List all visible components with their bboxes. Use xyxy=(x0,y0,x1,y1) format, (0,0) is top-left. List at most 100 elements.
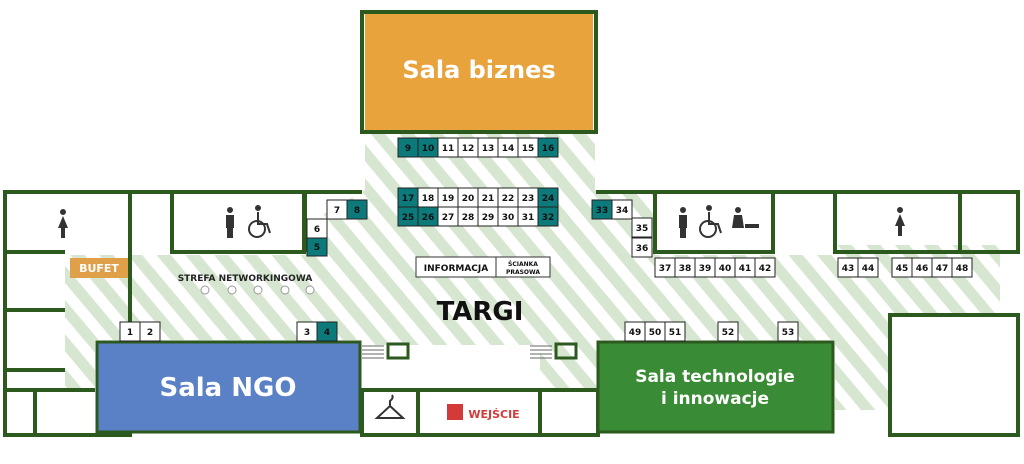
booth-20[interactable]: 20 xyxy=(457,187,479,208)
booth-13[interactable]: 13 xyxy=(477,137,499,158)
booth-10[interactable]: 10 xyxy=(417,137,439,158)
booth-box[interactable] xyxy=(139,321,161,342)
booth-40[interactable]: 40 xyxy=(714,257,736,278)
entrance[interactable]: WEJŚCIE xyxy=(442,400,520,424)
room-sala-biznes[interactable]: Sala biznes xyxy=(365,14,593,130)
booth-37[interactable]: 37 xyxy=(654,257,676,278)
booth-29[interactable]: 29 xyxy=(477,206,499,227)
networking-zone: STREFA NETWORKINGOWA xyxy=(178,274,315,295)
booth-35[interactable]: 35 xyxy=(631,217,653,238)
booth-15[interactable]: 15 xyxy=(517,137,539,158)
booth-box[interactable] xyxy=(777,321,799,342)
room-sala-technologie[interactable]: Sala technologie i innowacje xyxy=(596,340,835,434)
booth-number: 26 xyxy=(422,213,435,223)
booth-box[interactable] xyxy=(316,321,338,342)
booth-box[interactable] xyxy=(664,321,686,342)
booth-1[interactable]: 1 xyxy=(119,321,141,342)
scianka-label-2: PRASOWA xyxy=(506,269,540,276)
booth-26[interactable]: 26 xyxy=(417,206,439,227)
booth-2[interactable]: 2 xyxy=(139,321,161,342)
booth-24[interactable]: 24 xyxy=(537,187,559,208)
booth-36[interactable]: 36 xyxy=(631,237,653,258)
booth-8[interactable]: 8 xyxy=(346,199,368,220)
booth-number: 35 xyxy=(636,224,649,234)
booth-14[interactable]: 14 xyxy=(497,137,519,158)
booth-box[interactable] xyxy=(717,321,739,342)
bufet-label: BUFET xyxy=(79,262,119,275)
booth-box[interactable] xyxy=(754,257,776,278)
booth-number: 18 xyxy=(422,194,435,204)
booth-52[interactable]: 52 xyxy=(717,321,739,342)
strefa-label: STREFA NETWORKINGOWA xyxy=(178,274,313,284)
booth-number: 23 xyxy=(522,194,535,204)
booth-box[interactable] xyxy=(631,217,653,238)
booth-21[interactable]: 21 xyxy=(477,187,499,208)
booth-6[interactable]: 6 xyxy=(306,218,328,239)
booth-box[interactable] xyxy=(537,206,559,227)
booth-42[interactable]: 42 xyxy=(754,257,776,278)
booth-box[interactable] xyxy=(537,137,559,158)
booth-22[interactable]: 22 xyxy=(497,187,519,208)
booth-box[interactable] xyxy=(306,218,328,239)
booth-19[interactable]: 19 xyxy=(437,187,459,208)
booth-34[interactable]: 34 xyxy=(611,199,633,220)
booth-box[interactable] xyxy=(611,199,633,220)
booth-49[interactable]: 49 xyxy=(624,321,646,342)
booth-47[interactable]: 47 xyxy=(931,257,953,278)
booth-11[interactable]: 11 xyxy=(437,137,459,158)
booth-9[interactable]: 9 xyxy=(397,137,419,158)
room-sala-ngo[interactable]: Sala NGO xyxy=(95,340,362,434)
bufet-area[interactable]: BUFET xyxy=(70,258,128,278)
booth-number: 3 xyxy=(304,328,310,338)
booth-box[interactable] xyxy=(346,199,368,220)
booth-30[interactable]: 30 xyxy=(497,206,519,227)
booth-25[interactable]: 25 xyxy=(397,206,419,227)
booth-48[interactable]: 48 xyxy=(951,257,973,278)
booth-51[interactable]: 51 xyxy=(664,321,686,342)
booth-number: 27 xyxy=(442,213,455,223)
booth-23[interactable]: 23 xyxy=(517,187,539,208)
booth-4[interactable]: 4 xyxy=(316,321,338,342)
booth-5[interactable]: 5 xyxy=(306,236,328,257)
stairs-left xyxy=(362,342,410,360)
booth-27[interactable]: 27 xyxy=(437,206,459,227)
sala-biznes-label: Sala biznes xyxy=(402,56,555,84)
booth-53[interactable]: 53 xyxy=(777,321,799,342)
booth-16[interactable]: 16 xyxy=(537,137,559,158)
booth-number: 51 xyxy=(669,328,682,338)
booth-32[interactable]: 32 xyxy=(537,206,559,227)
booth-17[interactable]: 17 xyxy=(397,187,419,208)
booth-number: 8 xyxy=(354,206,360,216)
booth-46[interactable]: 46 xyxy=(911,257,933,278)
booth-box[interactable] xyxy=(631,237,653,258)
booth-44[interactable]: 44 xyxy=(857,257,879,278)
booth-box[interactable] xyxy=(951,257,973,278)
booth-number: 37 xyxy=(659,264,672,274)
info-desk[interactable]: INFORMACJA ŚCIANKA PRASOWA xyxy=(415,256,551,278)
booth-number: 2 xyxy=(147,328,153,338)
booth-number: 13 xyxy=(482,144,495,154)
booth-number: 10 xyxy=(422,144,435,154)
booth-39[interactable]: 39 xyxy=(694,257,716,278)
booth-box[interactable] xyxy=(857,257,879,278)
booth-28[interactable]: 28 xyxy=(457,206,479,227)
booth-number: 7 xyxy=(334,206,340,216)
booth-7[interactable]: 7 xyxy=(326,199,348,220)
booth-50[interactable]: 50 xyxy=(644,321,666,342)
booth-33[interactable]: 33 xyxy=(591,199,613,220)
booth-38[interactable]: 38 xyxy=(674,257,696,278)
booth-number: 4 xyxy=(324,328,330,338)
targi-label: TARGI xyxy=(437,297,524,327)
woman-wc-icon xyxy=(895,207,905,236)
booth-45[interactable]: 45 xyxy=(891,257,913,278)
booth-12[interactable]: 12 xyxy=(457,137,479,158)
booth-41[interactable]: 41 xyxy=(734,257,756,278)
booth-18[interactable]: 18 xyxy=(417,187,439,208)
booth-number: 48 xyxy=(956,264,969,274)
booth-3[interactable]: 3 xyxy=(296,321,318,342)
booth-31[interactable]: 31 xyxy=(517,206,539,227)
booth-43[interactable]: 43 xyxy=(837,257,859,278)
baby-change-icon xyxy=(732,207,759,228)
